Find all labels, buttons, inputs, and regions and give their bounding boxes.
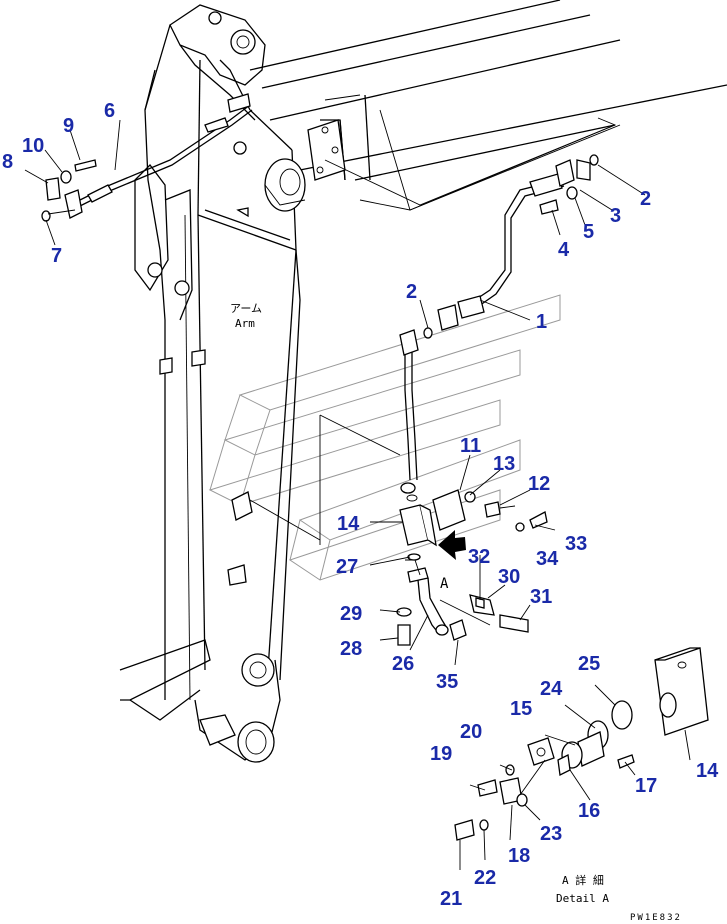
callout-10: 10 [22,135,44,157]
callout-30: 30 [498,566,520,588]
callout-1: 1 [536,311,547,333]
hose-small [399,329,419,481]
callout-17: 17 [635,775,657,797]
callout-2-upper: 2 [640,188,651,210]
callout-24: 24 [540,678,563,700]
valve-assembly [396,482,548,646]
callout-18: 18 [508,845,530,867]
callout-21: 21 [440,888,462,910]
callout-23: 23 [540,823,562,845]
callout-13: 13 [493,453,515,475]
callout-25: 25 [578,653,600,675]
callout-14-detail: 14 [696,760,719,782]
detail-a-drawing [454,647,709,841]
callout-7: 7 [51,245,62,267]
callout-22: 22 [474,867,496,889]
callout-9: 9 [63,115,74,137]
callout-28: 28 [340,638,362,660]
callout-29: 29 [340,603,362,625]
callout-4: 4 [558,239,570,261]
hose-1 [324,117,617,339]
callout-15: 15 [510,698,532,720]
callout-27: 27 [336,556,358,578]
callout-2-lower: 2 [406,281,417,303]
callout-33: 33 [565,533,587,555]
callout-16: 16 [578,800,600,822]
watermark-logo [208,294,561,581]
callout-19: 19 [430,743,452,765]
callout-3: 3 [610,205,621,227]
callout-5: 5 [583,221,594,243]
callout-35: 35 [436,671,458,693]
callout-32: 32 [468,546,490,568]
callout-numbers: 1 2 2 3 4 5 6 7 8 9 10 11 12 13 14 14 15… [2,100,719,910]
arm-body [119,4,306,763]
callout-14-main: 14 [337,513,360,535]
callout-26: 26 [392,653,414,675]
callout-11: 11 [460,435,481,457]
arm-label-en: Arm [235,317,255,330]
hose-6 [41,93,253,222]
leader-lines [24,109,691,870]
callout-31: 31 [530,586,552,608]
detail-label-en: Detail A [556,892,609,905]
view-marker-a: A [440,576,449,592]
drawing-code: PW1E832 [630,913,682,923]
callout-8: 8 [2,151,13,173]
callout-12: 12 [528,473,550,495]
callout-20: 20 [460,721,482,743]
detail-label-jp: A 詳 細 [562,873,604,887]
arm-label-jp: アーム [230,302,262,315]
callout-6: 6 [104,100,115,122]
callout-34: 34 [536,548,559,570]
